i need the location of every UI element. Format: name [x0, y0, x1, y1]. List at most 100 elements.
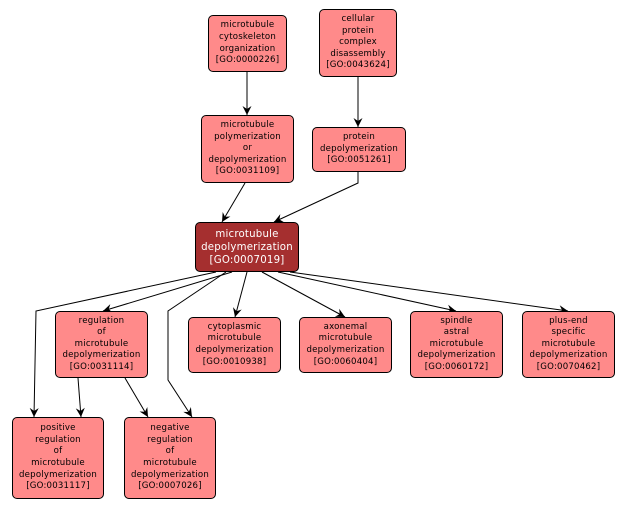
edge-line	[289, 271, 569, 312]
edge-0007019-to-0007026	[167, 271, 227, 418]
go-id-label: [GO:0010938]	[202, 356, 267, 367]
go-id-label: [GO:0007019]	[209, 254, 285, 266]
edge-line	[273, 172, 359, 223]
term-name-line: disassembly	[330, 48, 386, 59]
edge-line	[102, 271, 233, 312]
term-name-line: or	[242, 143, 253, 154]
go-id-label: [GO:0043624]	[326, 60, 390, 71]
term-name-line: depolymerization	[201, 241, 293, 253]
term-name-line: depolymerization	[208, 154, 287, 165]
term-name-line: spindle	[440, 315, 473, 326]
term-name-line: astral	[443, 327, 470, 338]
edge-0007019-to-0010938	[233, 271, 248, 318]
term-name-line: plus-end	[549, 315, 588, 326]
term-name-line: microtubule	[429, 338, 484, 349]
arrowhead-icon	[353, 118, 363, 127]
term-name-line: axonemal	[323, 321, 368, 332]
term-name-line: microtubule	[207, 333, 262, 344]
term-name-line: microtubule	[318, 333, 373, 344]
term-name-line: cytoskeleton	[218, 31, 277, 42]
edge-line	[167, 271, 227, 418]
edge-line	[77, 377, 82, 418]
arrowhead-icon	[233, 307, 242, 317]
edge-0007019-to-0060404	[261, 271, 346, 318]
term-name-line: microtubule	[31, 458, 85, 468]
edge-0031114-to-0007026	[124, 377, 149, 418]
term-name-line: microtubule	[143, 458, 197, 468]
go-id-label: [GO:0031114]	[69, 361, 134, 372]
arrowhead-icon	[29, 407, 39, 417]
edge-0043624-to-0051261	[353, 77, 363, 127]
term-name-line: negative	[150, 423, 190, 434]
term-name-line: microtubule	[220, 20, 275, 31]
arrowhead-icon	[242, 106, 252, 115]
term-name-line: microtubule	[215, 228, 279, 240]
term-name-line: depolymerization	[529, 350, 608, 361]
term-name-line: of	[53, 446, 63, 457]
edge-0051261-to-0007019	[273, 172, 359, 223]
go-id-label: [GO:0000226]	[215, 55, 280, 66]
arrowhead-icon	[103, 304, 113, 313]
arrowhead-icon	[222, 212, 231, 222]
go-id-label: [GO:0007026]	[138, 481, 202, 492]
arrowhead-icon	[334, 308, 345, 317]
go-id-label: [GO:0031117]	[26, 481, 90, 492]
edge-line	[234, 271, 248, 318]
term-name-line: positive	[40, 423, 76, 434]
go-id-label: [GO:0070462]	[536, 361, 601, 372]
edge-0007019-to-0031114	[102, 271, 233, 313]
term-name-line: protein	[343, 132, 375, 143]
term-name-line: cytoplasmic	[207, 321, 262, 332]
edge-line	[33, 271, 217, 418]
arrowhead-icon	[274, 214, 285, 223]
term-name-line: polymerization	[214, 131, 281, 142]
edge-0000226-to-0031109	[242, 72, 252, 115]
term-name-line: specific	[551, 327, 586, 338]
arrowhead-icon	[139, 407, 148, 417]
term-name-line: regulation	[147, 434, 193, 445]
edge-0007019-to-0031117	[29, 271, 217, 418]
term-name-line: cellular	[341, 14, 375, 25]
edge-0031114-to-0031117	[75, 377, 85, 418]
term-name-line: regulation	[78, 315, 125, 326]
edge-line	[261, 271, 346, 318]
edge-0031109-to-0007019	[221, 182, 246, 223]
term-name-line: of	[165, 446, 175, 457]
edge-0007019-to-0070462	[289, 271, 569, 315]
edge-line	[124, 377, 149, 418]
go-id-label: [GO:0060404]	[313, 356, 378, 367]
term-name-line: depolymerization	[62, 350, 141, 361]
term-name-line: organization	[219, 43, 276, 54]
term-name-line: depolymerization	[131, 469, 209, 480]
term-name-line: depolymerization	[195, 345, 274, 355]
term-name-line: depolymerization	[417, 350, 496, 361]
term-name-line: of	[97, 327, 106, 338]
term-name-line: complex	[339, 37, 377, 48]
term-name-line: microtubule	[74, 338, 129, 349]
term-name-line: depolymerization	[306, 345, 385, 355]
arrowhead-icon	[183, 407, 192, 417]
edge-0007019-to-0060172	[277, 271, 457, 314]
term-name-line: depolymerization	[320, 143, 398, 154]
go-id-label: [GO:0031109]	[215, 166, 280, 177]
go-id-label: [GO:0051261]	[327, 155, 391, 166]
arrowhead-icon	[75, 407, 85, 417]
term-name-line: depolymerization	[19, 469, 97, 480]
go-id-label: [GO:0060172]	[424, 361, 489, 372]
term-name-line: microtubule	[541, 338, 596, 349]
edge-line	[277, 271, 457, 312]
term-name-line: regulation	[35, 434, 81, 445]
